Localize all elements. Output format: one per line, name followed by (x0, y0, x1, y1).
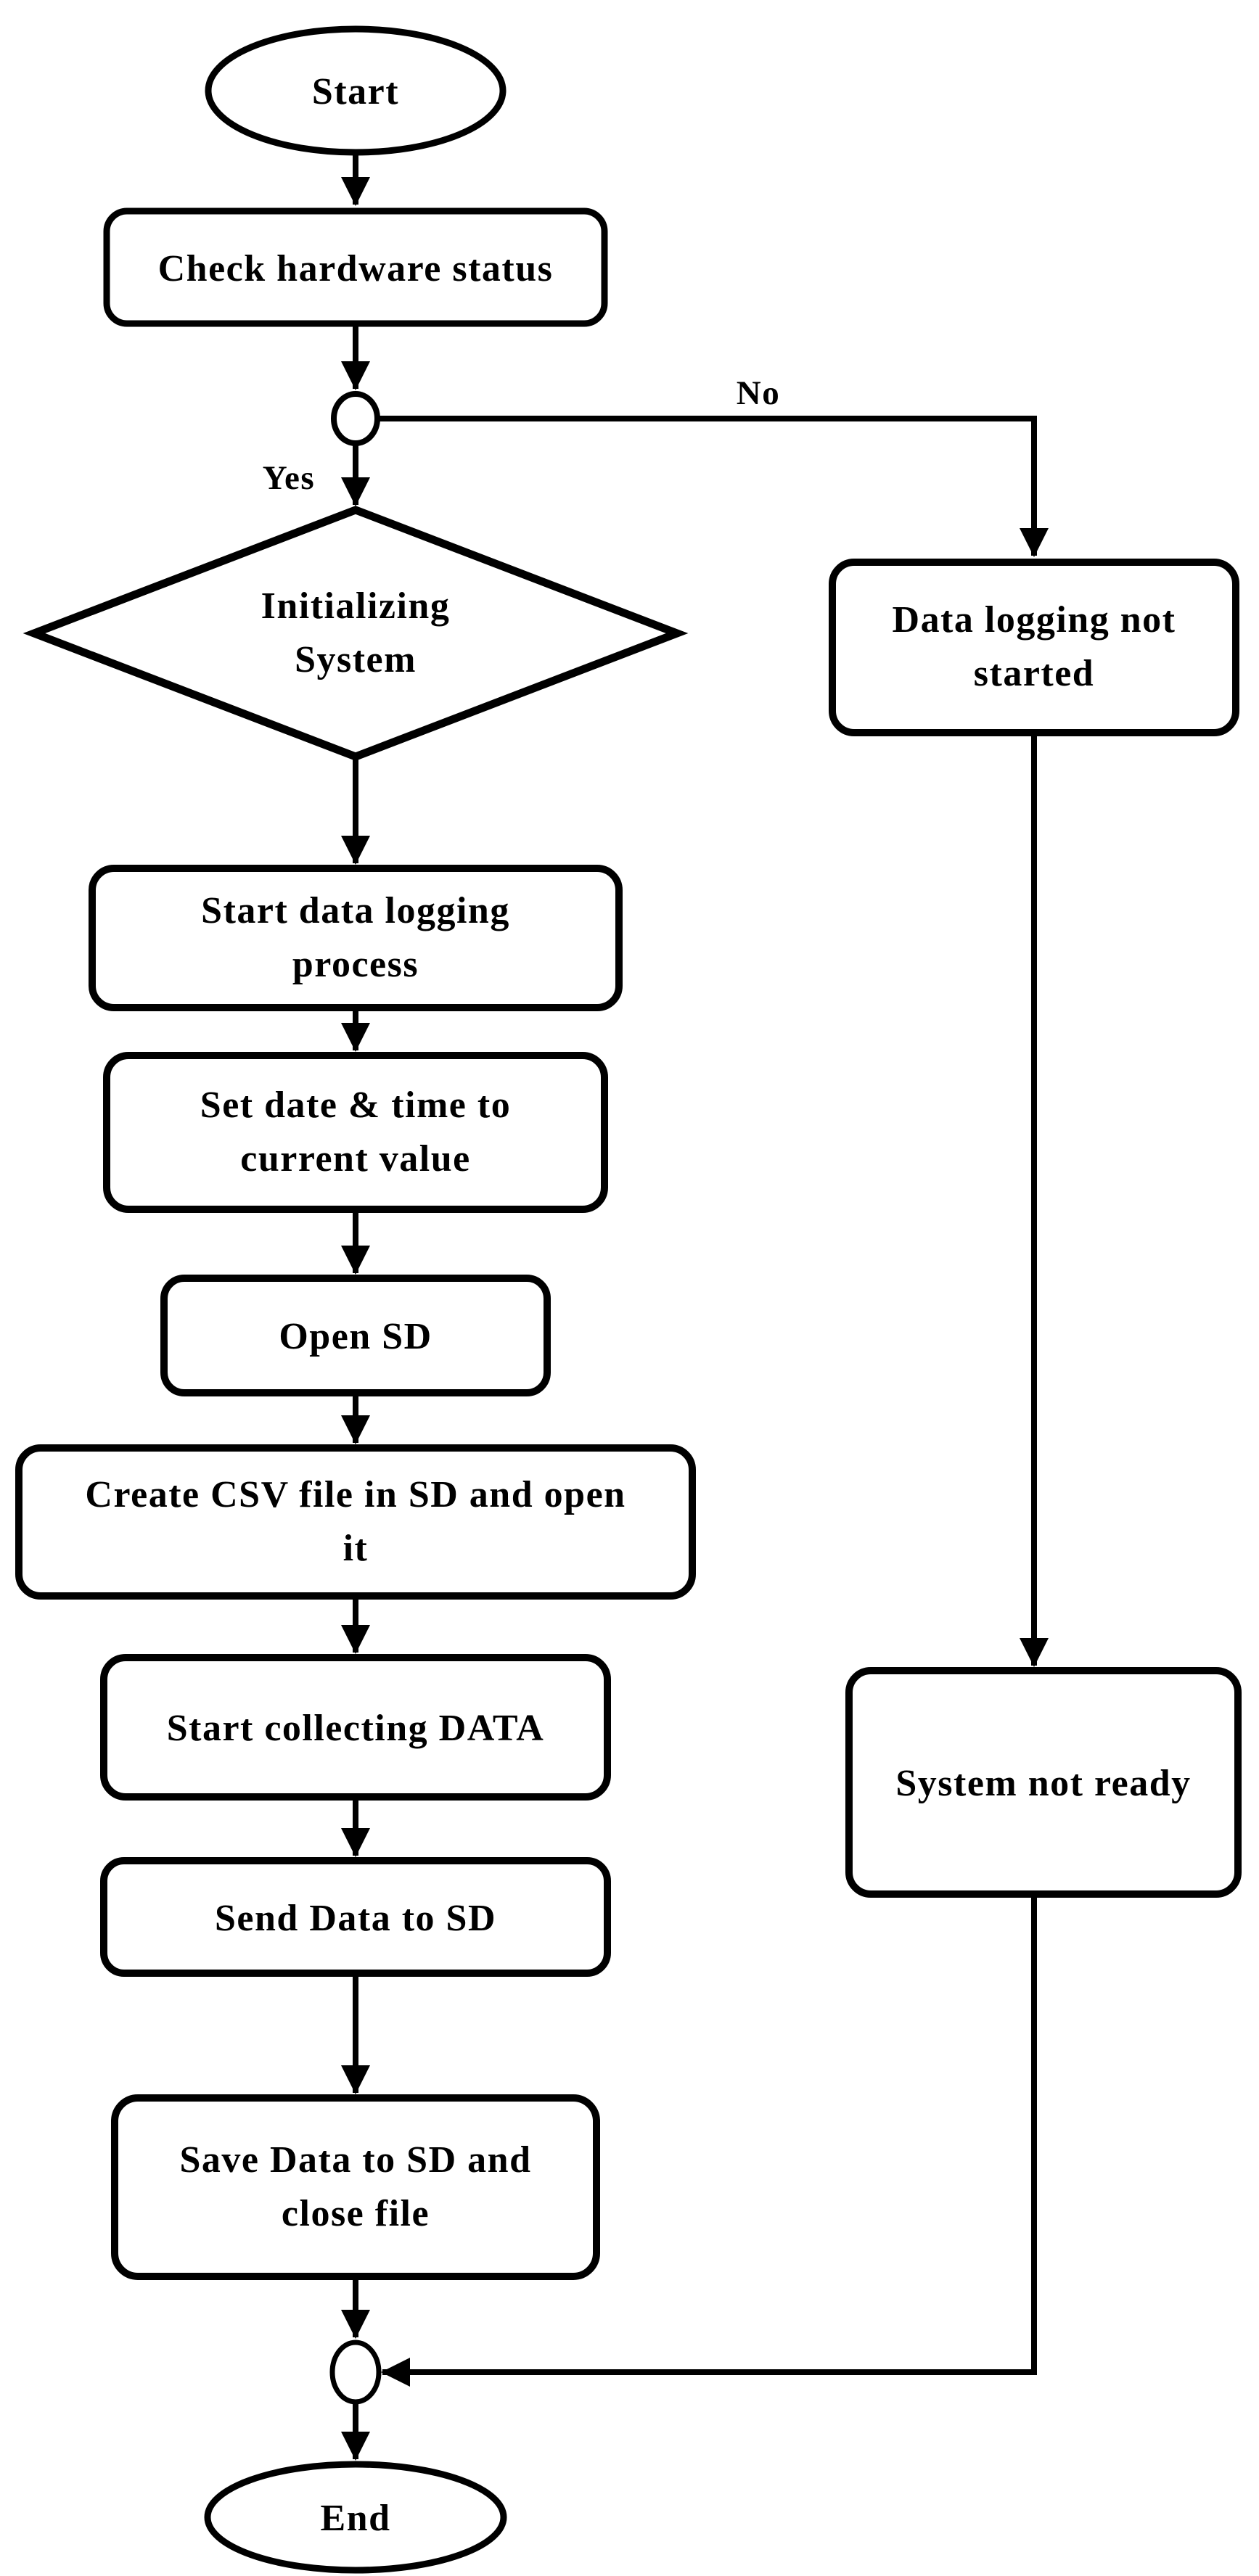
start-terminator-shape (205, 25, 507, 156)
start-logging-label-line2: process (292, 944, 419, 985)
initializing-decision-diamond (22, 506, 689, 761)
yes-branch-label: Yes (263, 459, 315, 497)
not-ready-box (845, 1667, 1242, 1898)
set-datetime-box (103, 1052, 608, 1213)
save-data-label-line1: Save Data to SD and (180, 2139, 532, 2181)
collect-data-label: Start collecting DATA (167, 1708, 545, 1749)
node-initializing-system: Initializing System (22, 506, 689, 761)
edge-not-ready-to-merge-junction (381, 1894, 1037, 2387)
node-hardware-junction (331, 391, 380, 446)
edge-no-branch (377, 416, 1049, 557)
open-sd-box (160, 1275, 551, 1396)
node-send-data: Send Data to SD (100, 1857, 611, 1977)
not-ready-label: System not ready (895, 1763, 1191, 1804)
node-start-logging: Start data logging process (89, 865, 623, 1011)
start-label: Start (312, 71, 399, 112)
not-started-label-line1: Data logging not (893, 599, 1176, 641)
not-started-box (829, 559, 1239, 736)
node-start: Start (205, 25, 507, 156)
end-label: End (320, 2498, 390, 2539)
start-logging-label-line1: Start data logging (201, 890, 510, 931)
collect-data-box (100, 1654, 611, 1801)
save-data-label-line2: close file (282, 2193, 430, 2234)
check-hardware-box (103, 207, 608, 327)
no-branch-label: No (737, 374, 780, 412)
save-data-box (111, 2094, 600, 2280)
initializing-label-line2: System (295, 639, 417, 680)
not-started-label-line2: started (974, 653, 1094, 694)
node-save-data: Save Data to SD and close file (111, 2094, 600, 2280)
create-csv-label-line2: it (343, 1528, 369, 1569)
node-check-hardware: Check hardware status (103, 207, 608, 327)
set-datetime-label-line2: current value (240, 1138, 470, 1180)
send-data-box (100, 1857, 611, 1977)
decision-junction-circle (331, 391, 380, 446)
set-datetime-label-line1: Set date & time to (200, 1085, 511, 1126)
node-not-started: Data logging not started (829, 559, 1239, 736)
node-collect-data: Start collecting DATA (100, 1654, 611, 1801)
create-csv-box (15, 1444, 696, 1600)
node-not-ready: System not ready (845, 1667, 1242, 1898)
node-set-datetime: Set date & time to current value (103, 1052, 608, 1213)
send-data-label: Send Data to SD (215, 1898, 496, 1939)
start-logging-box (89, 865, 623, 1011)
create-csv-label-line1: Create CSV file in SD and open (85, 1474, 626, 1515)
node-merge-junction (329, 2340, 382, 2405)
merge-junction-oval (329, 2340, 382, 2405)
node-open-sd: Open SD (160, 1275, 551, 1396)
initializing-label-line1: Initializing (261, 585, 451, 627)
edges (341, 153, 1049, 2461)
open-sd-label: Open SD (279, 1316, 432, 1357)
end-terminator-shape (204, 2461, 507, 2574)
check-hardware-label: Check hardware status (158, 248, 554, 289)
node-end: End (204, 2461, 507, 2574)
node-create-csv: Create CSV file in SD and open it (15, 1444, 696, 1600)
